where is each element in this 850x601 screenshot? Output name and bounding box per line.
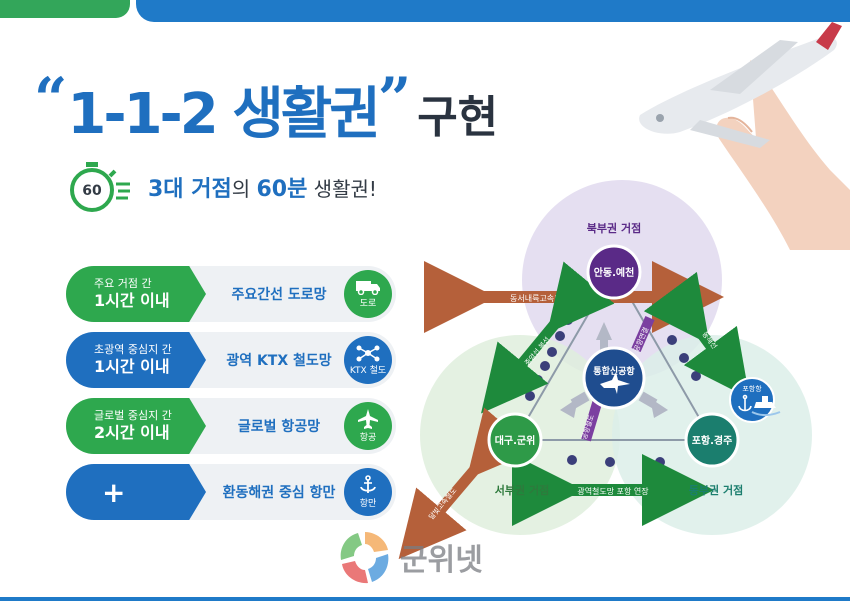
row-rail-text: 광역 KTX 철도망 (226, 353, 332, 369)
truck-icon (356, 281, 380, 295)
row-port-badge: 항만 (344, 468, 392, 516)
network-row-port: + 환동해권 중심 항만 항만 (66, 464, 396, 520)
row-air-large: 2시간 이내 (94, 423, 170, 442)
title-main: 1-1-2 생활권 (67, 82, 380, 147)
center-hub-label: 통합신공항 (593, 365, 635, 377)
west-hub-label: 대구.군위 (495, 434, 536, 447)
subtitle-part1: 3대 거점 (148, 177, 232, 202)
arrow-sw (398, 407, 535, 560)
title-open-quote: “ (34, 65, 68, 133)
watermark-text: 군위넷 (400, 543, 483, 578)
north-hub-label: 안동.예천 (594, 266, 635, 279)
arrow-center-up (631, 315, 655, 353)
network-row-air: 글로벌 중심지 간 2시간 이내 글로벌 항공망 항공 (66, 398, 396, 454)
network-row-rail: 초광역 중심지 간 1시간 이내 광역 KTX 철도망 KTX 철도 (66, 332, 396, 388)
timer-label: 60 (82, 183, 102, 199)
top-bar-blue (136, 0, 850, 22)
west-hub-circle (487, 412, 543, 468)
row-rail-badge: KTX 철도 (344, 336, 392, 384)
port-label: 포항항 (742, 384, 762, 393)
row-road-badge: 도로 (344, 270, 392, 318)
west-region-label: 서부권 거점 (495, 483, 549, 497)
row-air-text: 글로벌 항공망 (237, 419, 321, 435)
airplane-icon (358, 409, 378, 429)
row-port-icon-label: 항만 (359, 499, 377, 509)
watermark: 군위넷 (336, 528, 483, 586)
row-rail-large: 1시간 이내 (94, 357, 170, 376)
row-rail-small: 초광역 중심지 간 (94, 343, 172, 356)
subtitle: 60 3대 거점의 60분 생활권! (62, 160, 377, 214)
row-air-badge: 항공 (344, 402, 392, 450)
top-bar-green (0, 0, 130, 18)
arrow-bottom-label: 광역철도망 포항 연장 (577, 486, 649, 496)
row-rail-icon-label: KTX 철도 (349, 366, 387, 376)
row-port-text: 환동해권 중심 항만 (222, 485, 336, 501)
row-air-icon-label: 항공 (359, 433, 377, 443)
arrow-center-down (581, 398, 603, 442)
row-road-text: 주요간선 도로망 (231, 287, 327, 303)
port-badge-circle (729, 377, 775, 423)
watermark-logo-icon (340, 532, 389, 584)
arrow-top-label: 동서내륙고속도로 (510, 294, 569, 303)
rail-network-icon (356, 345, 380, 362)
plus-icon: + (102, 475, 126, 509)
port-anchor-icon (738, 394, 752, 412)
title-suffix: 구현 (417, 92, 499, 143)
arrow-east-diag (643, 271, 750, 399)
east-region-label: 동부권 거점 (689, 483, 743, 497)
bottom-rule (0, 597, 850, 601)
east-hub-circle (684, 412, 740, 468)
ship-icon (754, 402, 776, 408)
row-road-icon-label: 도로 (359, 299, 377, 309)
stopwatch-icon: 60 (70, 162, 130, 212)
row-road-pill: 주요 거점 간 1시간 이내 (66, 266, 206, 322)
row-road-small: 주요 거점 간 (94, 277, 152, 290)
main-title: “ 1-1-2 생활권 ” 구현 (34, 70, 498, 150)
row-port-pill: + (66, 464, 206, 520)
subtitle-part4: 생활권! (307, 177, 377, 201)
airport-icon (600, 372, 630, 394)
airplane-hand-illustration (639, 22, 850, 250)
title-close-quote: ” (377, 65, 412, 133)
row-air-pill: 글로벌 중심지 간 2시간 이내 (66, 398, 206, 454)
row-rail-pill: 초광역 중심지 간 1시간 이내 (66, 332, 206, 388)
arrow-west-diag (480, 261, 615, 414)
row-road-large: 1시간 이내 (94, 291, 170, 310)
row-air-small: 글로벌 중심지 간 (94, 409, 172, 422)
east-hub-label: 포항.경주 (692, 434, 733, 447)
anchor-icon (360, 475, 376, 493)
network-row-road: 주요 거점 간 1시간 이내 주요간선 도로망 도로 (66, 266, 396, 322)
north-region-label: 북부권 거점 (587, 221, 641, 235)
subtitle-part2: 의 (231, 177, 257, 201)
north-hub-circle (586, 244, 642, 300)
subtitle-part3: 60분 (256, 177, 308, 202)
